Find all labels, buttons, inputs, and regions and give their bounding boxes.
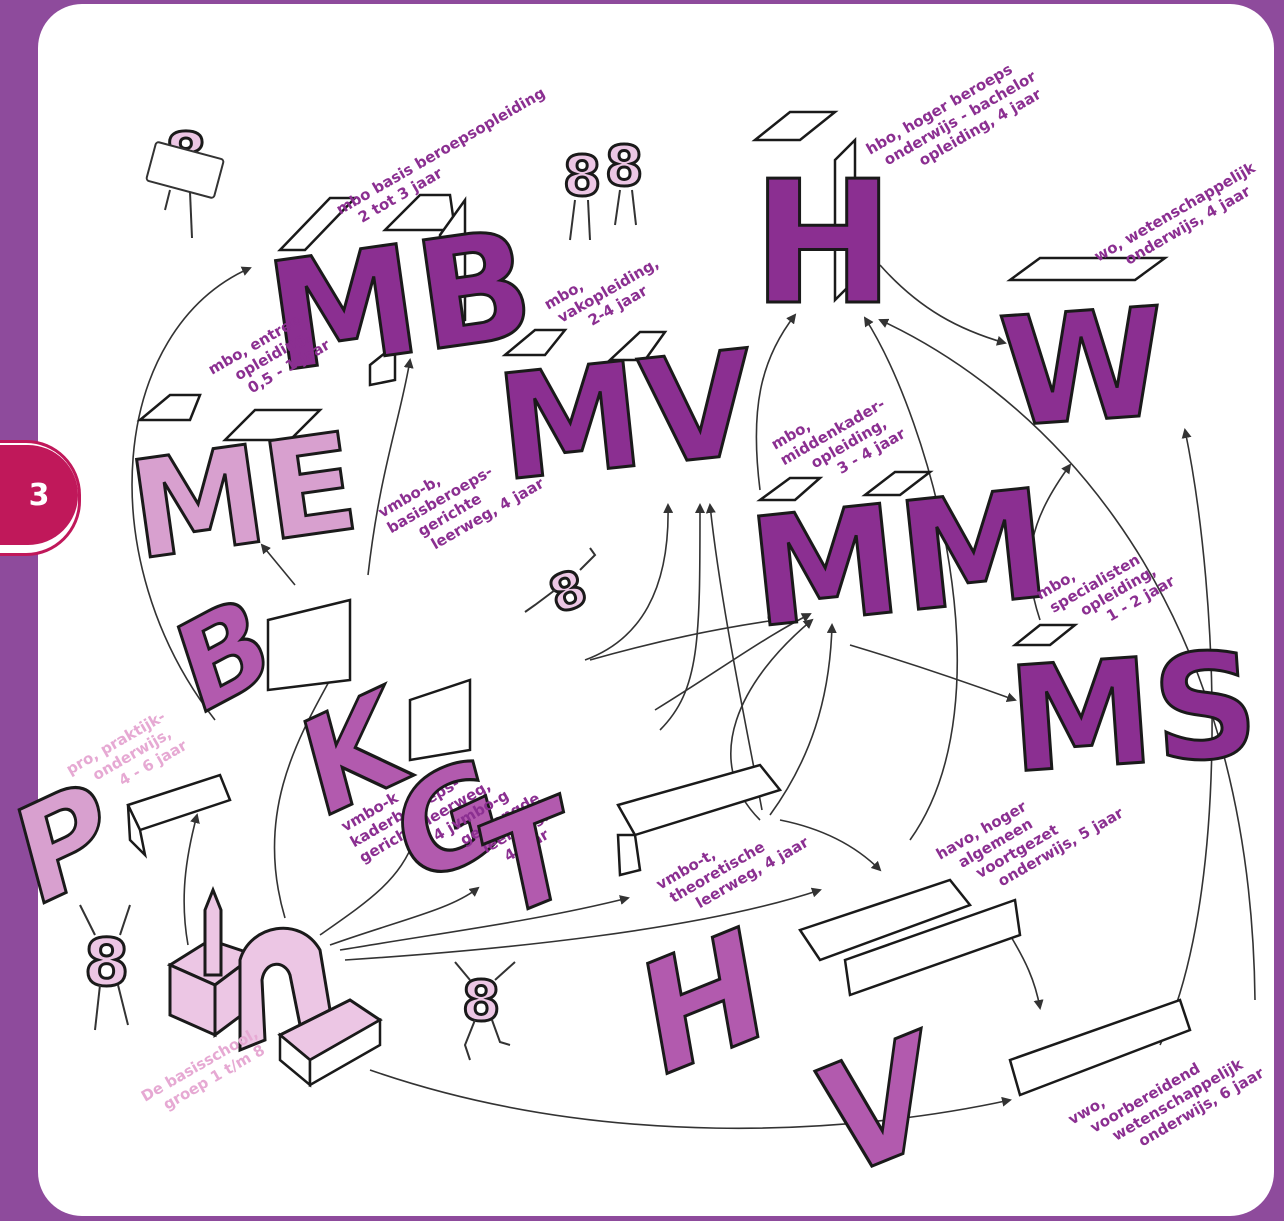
mascot-reader-leg-right [190, 192, 192, 238]
node-mv: MV mbo, vakopleiding, 2-4 jaar [490, 236, 763, 514]
mascot-running-leg [525, 590, 555, 612]
mascot-running: 8 [525, 548, 595, 625]
node-w: W wo, wetenschappelijk onderwijs, 4 jaar [995, 156, 1272, 461]
mascot-pair-glyph-a: 8 [563, 144, 601, 208]
vwo-letter: V [809, 998, 948, 1218]
mascot-pair: 8 8 [563, 134, 643, 240]
w-letter: W [995, 276, 1172, 461]
arrow-havo-vwo [1010, 935, 1040, 1008]
b-letter: B [161, 566, 286, 744]
hbo-letter: H [752, 145, 894, 343]
basisschool-label: De basisschool, groep 1 t/m 8 [138, 1021, 275, 1121]
arrow-k-mv [585, 505, 668, 660]
node-me: ME mbo, entree- opleiding, 0,5 - 1 jaar [121, 304, 367, 590]
arrow-k-mm [590, 620, 776, 660]
havo-letter: H [630, 891, 777, 1114]
arrow-hbo-w [880, 265, 1005, 343]
arrow-basis-t [340, 898, 628, 950]
mascot-running-arm [580, 548, 595, 570]
ms-letters: MS [1003, 620, 1263, 806]
node-vwo: V vwo, voorbereidend wetenschappelijk on… [809, 998, 1268, 1218]
arrow-basis-p [184, 815, 197, 945]
arrow-mm-ms [850, 645, 1015, 700]
mascot-reader-leg-left [165, 190, 170, 210]
mascot-cheer: 8 [80, 905, 130, 1030]
w-label-1: wo, wetenschappelijk [1091, 158, 1259, 266]
mascot-cheer-glyph: 8 [84, 926, 129, 1001]
book-icon [146, 142, 224, 199]
node-basisschool: De basisschool, groep 1 t/m 8 [138, 890, 380, 1121]
node-t: T vmbo-t, theoretische leerweg, 4 jaar [473, 765, 813, 951]
mascot-jumper: 8 [455, 962, 515, 1060]
mm-letters: MM [742, 458, 1057, 662]
mascot-reader: 8 [146, 120, 224, 238]
t-letter: T [473, 767, 587, 951]
mascot-running-glyph: 8 [542, 559, 595, 625]
me-letters: ME [121, 403, 367, 590]
mascot-pair-glyph-b: 8 [605, 134, 643, 198]
arrow-g-mv [660, 505, 700, 730]
